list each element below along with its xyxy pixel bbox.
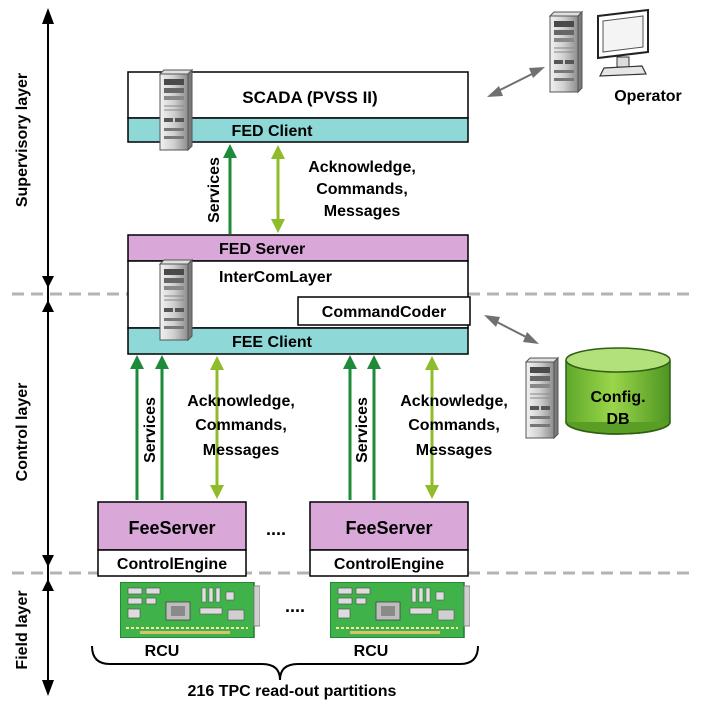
- server-icon: [159, 69, 193, 151]
- operator-station: Operator: [487, 8, 682, 105]
- scada-block: SCADA (PVSS II) FED Client: [127, 69, 469, 151]
- rcu-board-left: [120, 582, 260, 638]
- config-db-label: DB: [606, 411, 629, 428]
- lower-right-ack-line: Acknowledge,: [400, 393, 508, 410]
- fee-server-label: FeeServer: [345, 518, 432, 538]
- server-icon: [159, 259, 193, 341]
- command-coder-box: [297, 296, 471, 326]
- rcu-right-label: RCU: [354, 643, 389, 660]
- lower-left-ack-text: Acknowledge, Commands, Messages: [187, 393, 295, 459]
- partition-brace: [91, 645, 479, 681]
- field-layer-label: Field layer: [14, 590, 31, 669]
- upper-services-arrow: [223, 144, 237, 234]
- control-layer-label: Control layer: [14, 383, 31, 482]
- lower-right-ack-arrow: [425, 356, 439, 499]
- supervisory-layer-label: Supervisory layer: [14, 73, 31, 207]
- upper-ack-arrow: [271, 145, 285, 233]
- lower-left-services-label: Services: [142, 397, 159, 463]
- lower-right-ack-text: Acknowledge, Commands, Messages: [400, 393, 508, 459]
- fee-ellipsis: ....: [266, 519, 286, 539]
- config-db-label: Config.: [590, 389, 645, 406]
- fee-server-label: FeeServer: [128, 518, 215, 538]
- config-link-arrow: [484, 315, 539, 344]
- upper-ack-line: Commands,: [316, 181, 408, 198]
- lower-left-ack-arrow: [210, 356, 224, 499]
- lower-right-ack-line: Messages: [416, 442, 493, 459]
- fee-client-label: FEE Client: [232, 334, 313, 351]
- upper-ack-line: Messages: [324, 203, 401, 220]
- rcu-board-right: [330, 582, 470, 638]
- lower-right-ack-line: Commands,: [408, 417, 500, 434]
- fed-client-label: FED Client: [232, 123, 314, 140]
- intercom-block: FED Server InterComLayer CommandCoder FE…: [127, 234, 471, 355]
- control-engine-label: ControlEngine: [117, 556, 227, 573]
- scada-title: SCADA (PVSS II): [242, 88, 377, 107]
- partitions-label: 216 TPC read-out partitions: [188, 683, 397, 700]
- lower-left-ack-line: Acknowledge,: [187, 393, 295, 410]
- upper-ack-line: Acknowledge,: [308, 159, 416, 176]
- lower-left-ack-line: Messages: [203, 442, 280, 459]
- rcu-left-label: RCU: [145, 643, 180, 660]
- layer-axis: Supervisory layer Control layer Field la…: [14, 8, 54, 696]
- rcu-ellipsis: ....: [285, 596, 305, 616]
- intercom-layer-label: InterComLayer: [219, 269, 332, 286]
- fee-server-left: FeeServer ControlEngine: [97, 501, 247, 577]
- lower-left-ack-line: Commands,: [195, 417, 287, 434]
- command-coder-label: CommandCoder: [322, 304, 446, 321]
- lower-right-services-label: Services: [354, 397, 371, 463]
- monitor-icon: [597, 8, 649, 77]
- upper-services-label: Services: [206, 157, 223, 223]
- server-icon: [549, 11, 583, 93]
- lower-right-services-arrows: [343, 355, 381, 500]
- lower-left-services-arrows: [130, 355, 169, 500]
- server-icon: [525, 357, 559, 439]
- control-engine-label: ControlEngine: [334, 556, 444, 573]
- database-icon: [565, 347, 671, 435]
- upper-ack-text: Acknowledge, Commands, Messages: [308, 159, 416, 220]
- operator-link-arrow: [487, 67, 545, 97]
- fed-server-label: FED Server: [219, 241, 305, 258]
- operator-label: Operator: [614, 88, 682, 105]
- fee-server-right: FeeServer ControlEngine: [309, 501, 469, 577]
- config-db: Config. DB: [484, 315, 671, 439]
- fed-server-bar: [127, 234, 469, 262]
